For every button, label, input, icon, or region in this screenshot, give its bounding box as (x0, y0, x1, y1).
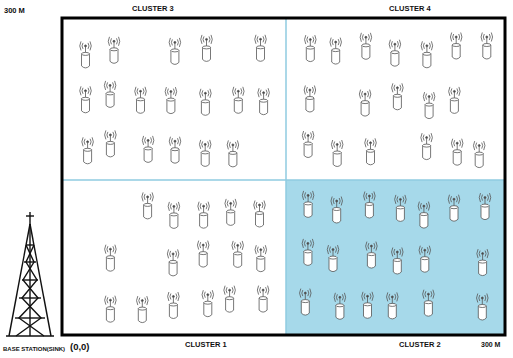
cluster-label: CLUSTER 4 (389, 5, 431, 13)
sensor-node (255, 245, 267, 272)
sensor-node (418, 202, 430, 229)
base-station-label: BASE STATION(SINK) (3, 346, 65, 352)
sensor-node (362, 292, 374, 319)
sensor-node (82, 137, 94, 164)
sensor-node (200, 89, 212, 116)
sensor-node (451, 139, 463, 166)
sensor-node (225, 199, 237, 226)
sensor-node (477, 294, 489, 321)
sensor-node (477, 249, 489, 276)
sensor-node (167, 249, 179, 276)
dimension-label: 300 M (4, 7, 25, 15)
sensor-node (137, 296, 149, 323)
sensor-node (227, 140, 239, 167)
sensor-node (366, 242, 378, 269)
cluster-region: CLUSTER 2 (286, 180, 505, 335)
sensor-node (105, 130, 117, 157)
sensor-node (449, 87, 461, 114)
sensor-node (165, 87, 177, 114)
sensor-node (169, 137, 181, 164)
sensor-node (255, 35, 267, 62)
sensor-node (108, 37, 120, 64)
sensor-node (421, 41, 433, 68)
sensor-node (331, 140, 343, 167)
sensor-node (448, 195, 460, 222)
sensor-node (423, 290, 435, 317)
sensor-node (481, 33, 493, 60)
sensor-node (302, 191, 314, 218)
cluster-region: CLUSTER 1 (62, 180, 286, 335)
sensor-node (142, 136, 154, 163)
cluster-region: CLUSTER 3 (62, 18, 286, 180)
sensor-node (419, 246, 431, 273)
cluster-highlight (286, 180, 505, 335)
sensor-node (360, 33, 372, 60)
sensor-node (202, 290, 214, 317)
cluster-label: CLUSTER 3 (132, 5, 174, 13)
sensor-node (300, 289, 312, 316)
sensor-node (334, 293, 346, 320)
sensor-node (392, 83, 404, 110)
origin-coordinate: (0,0) (70, 342, 90, 352)
sensor-node (302, 131, 314, 158)
cluster-label: CLUSTER 1 (185, 341, 227, 349)
sensor-node (254, 201, 266, 228)
sensor-node (258, 88, 270, 115)
sensor-node (304, 86, 316, 113)
sensor-node (302, 239, 314, 266)
sensor-node (233, 87, 245, 114)
sensor-node (80, 86, 92, 113)
sensor-node (305, 35, 317, 62)
sensor-node (197, 241, 209, 268)
sensor-node (168, 202, 180, 229)
cluster-divider (285, 18, 287, 335)
sensor-node (450, 33, 462, 60)
sensor-node (365, 138, 377, 165)
sensor-node (423, 92, 435, 119)
sensor-node (224, 286, 236, 313)
sensor-node (169, 38, 181, 65)
sensor-node (359, 90, 371, 117)
sensor-node (257, 286, 269, 313)
cluster-label: CLUSTER 2 (399, 341, 441, 349)
field-border (62, 18, 505, 335)
sensor-node (198, 202, 210, 229)
sensor-node (199, 140, 211, 167)
sensor-node (104, 81, 116, 108)
sensor-node (142, 192, 154, 219)
sensor-node (392, 248, 404, 275)
sensor-node (389, 40, 401, 67)
sensor-node (473, 141, 485, 168)
sensor-node (201, 35, 213, 62)
sensor-node (387, 292, 399, 319)
sensor-node (421, 133, 433, 160)
sensor-node (327, 245, 339, 272)
cluster-region: CLUSTER 4 (286, 18, 505, 180)
sensor-node (395, 195, 407, 222)
sensor-node (330, 38, 342, 65)
sensor-node (135, 87, 147, 114)
sensor-node (331, 197, 343, 224)
sensor-node (105, 245, 117, 272)
sensor-node (80, 41, 92, 68)
sensor-node (364, 192, 376, 219)
base-station-tower (6, 212, 54, 336)
sensor-node (232, 241, 244, 268)
sensor-node (105, 296, 117, 323)
sensor-node (168, 292, 180, 319)
dimension-label: 300 M (481, 341, 500, 348)
sensor-node (479, 193, 491, 220)
cluster-divider (62, 179, 505, 181)
